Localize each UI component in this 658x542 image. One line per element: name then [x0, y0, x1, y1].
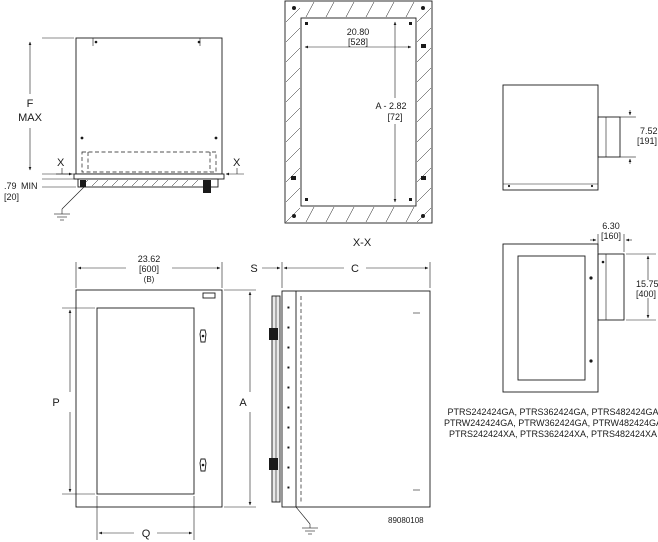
label-s: S: [250, 263, 257, 275]
svg-text:▪: ▪: [287, 383, 290, 392]
latch-icon: [199, 458, 207, 472]
mount-hole-icon: [421, 6, 425, 10]
dim-right-height-metric: [400]: [636, 289, 656, 299]
label-max: MAX: [18, 112, 43, 124]
mount-hole-icon: [214, 136, 218, 140]
dim-inner-width: 20.80: [347, 27, 370, 37]
latch-icon: [589, 359, 593, 363]
top-view: F MAX X X .79 MIN [20]: [4, 37, 244, 221]
label-a: A: [239, 397, 247, 409]
label-c: C: [351, 263, 359, 275]
label-p: P: [52, 397, 59, 409]
latch-icon: [203, 180, 211, 193]
ground-icon: [295, 506, 318, 535]
dim-inner-width-metric: [528]: [348, 37, 368, 47]
drawing-number: 89080108: [388, 516, 424, 525]
svg-text:▪: ▪: [287, 363, 290, 372]
dim-min-metric: [20]: [4, 192, 19, 202]
mount-hole-icon: [292, 214, 296, 218]
dim-top-depth-metric: [160]: [601, 231, 621, 241]
dim-min-label: MIN: [21, 181, 38, 191]
label-x-right: X: [233, 157, 241, 169]
front-view: 23.62 [600] (B) P Q A: [52, 254, 256, 540]
section-label: X-X: [353, 237, 372, 249]
dim-top-depth: 6.30: [602, 221, 620, 231]
hinge-icon: [269, 328, 278, 470]
svg-text:▪: ▪: [287, 303, 290, 312]
svg-text:▪: ▪: [287, 483, 290, 492]
latch-icon: [421, 176, 426, 180]
mount-hole-icon: [421, 214, 425, 218]
svg-text:▪: ▪: [287, 423, 290, 432]
dim-width: 23.62: [138, 254, 161, 264]
model-line-1: PTRS242424GA, PTRS362424GA, PTRS482424GA: [447, 407, 658, 417]
mount-hole-icon: [292, 6, 296, 10]
label-f: F: [27, 98, 34, 110]
latch-icon: [421, 44, 426, 48]
label-q: Q: [142, 528, 151, 540]
option-front-view: 6.30 [160] 15.75 [400]: [502, 221, 658, 393]
ground-icon: [54, 186, 85, 221]
top-view-enclosure: [75, 37, 223, 175]
svg-text:▪: ▪: [287, 463, 290, 472]
front-view-enclosure: [75, 289, 223, 508]
section-view: 20.80 [528] A - 2.82 [72] X-X: [284, 0, 433, 249]
dim-side-depth-metric: [191]: [637, 136, 657, 146]
nameplate-icon: [202, 292, 216, 299]
door-window: [96, 307, 195, 495]
svg-text:▪: ▪: [287, 323, 290, 332]
model-list: PTRS242424GA, PTRS362424GA, PTRS482424GA…: [444, 407, 658, 439]
dim-inner-height-metric: [72]: [387, 112, 402, 122]
dim-width-metric: [600]: [139, 264, 159, 274]
svg-text:▪: ▪: [287, 343, 290, 352]
dim-side-depth: 7.52: [640, 126, 658, 136]
dim-width-note: (B): [144, 275, 155, 284]
latch-icon: [589, 276, 593, 280]
dim-inner-height: A - 2.82: [375, 101, 406, 111]
label-x-left: X: [57, 157, 65, 169]
dim-min-value: .79: [4, 181, 17, 191]
model-line-2: PTRW242424GA, PTRW362424GA, PTRW482424GA: [444, 418, 658, 428]
hinge-icon: [80, 180, 86, 187]
svg-text:▪: ▪: [287, 403, 290, 412]
svg-text:▪: ▪: [287, 443, 290, 452]
hinge-icon: [291, 176, 296, 180]
side-view: ▪ ▪ ▪ ▪ ▪ ▪ ▪ ▪ ▪ ▪ S C 89080108: [250, 262, 431, 535]
dim-right-height: 15.75: [636, 279, 658, 289]
model-line-3: PTRS242424XA, PTRS362424XA, PTRS482424XA: [449, 429, 657, 439]
hatch-pattern: [81, 179, 199, 187]
latch-icon: [199, 329, 207, 343]
option-side-view: 7.52 [191]: [502, 84, 658, 191]
mount-hole-icon: [80, 136, 84, 140]
